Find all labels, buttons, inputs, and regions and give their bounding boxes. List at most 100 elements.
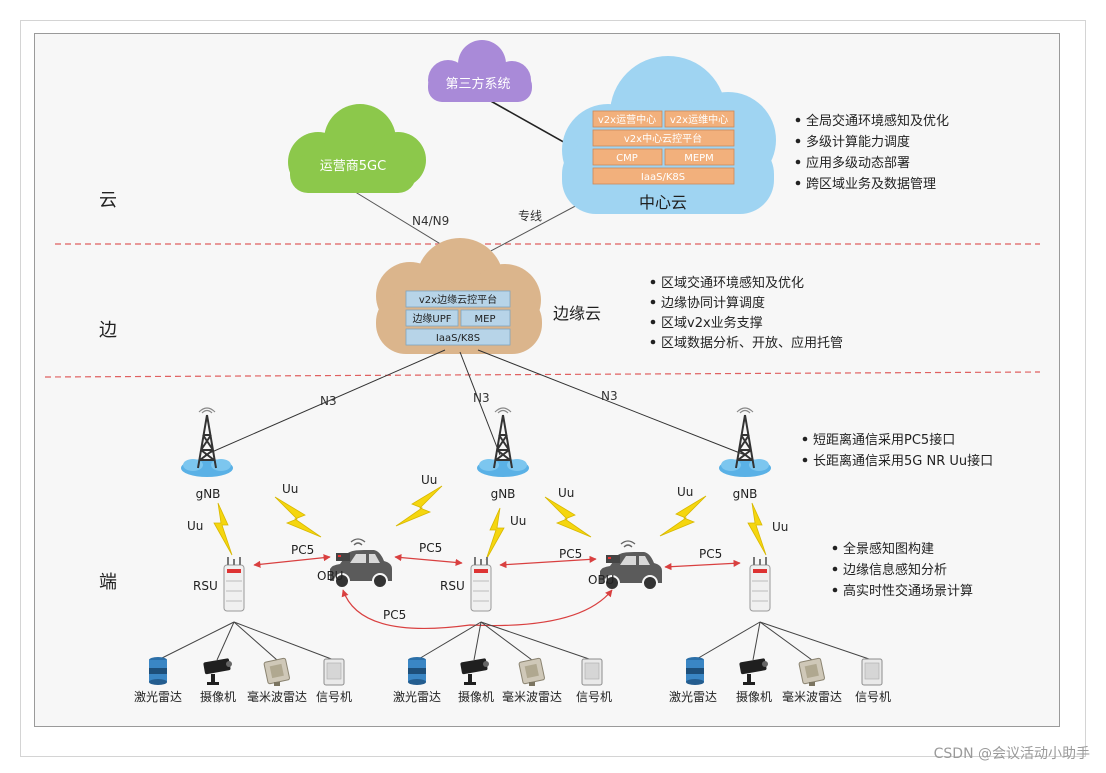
central-ops-box [592, 110, 663, 128]
link-label-n4n9: N4/N9 [412, 214, 449, 228]
pc5-label: PC5 [419, 541, 442, 555]
sensor-links-right [694, 621, 873, 661]
link-label-n3-right: N3 [601, 389, 618, 403]
gnb-bullets: 短距离通信采用PC5接口 长距离通信采用5G NR Uu接口 [802, 432, 993, 469]
gnb-label: gNB [733, 487, 758, 501]
lidar-icon [149, 657, 167, 685]
signal-machine-icon [861, 658, 883, 686]
gnb-bullet: 短距离通信采用PC5接口 [813, 432, 955, 448]
lidar-icon [686, 657, 704, 685]
rsu-device-icon [749, 556, 771, 612]
edge-upf-box [405, 309, 459, 327]
uu-label: Uu [510, 514, 526, 528]
gnb-label: gNB [491, 487, 516, 501]
sensor-camera-label: 摄像机 [200, 689, 236, 704]
edge-bullet: 区域数据分析、开放、应用托管 [661, 335, 843, 351]
mmwave-radar-icon [263, 657, 291, 687]
edge-platform-label: v2x边缘云控平台 [419, 293, 497, 306]
edge-mep-box [460, 309, 511, 327]
sensor-lidar-label: 激光雷达 [669, 690, 717, 704]
signal-machine-icon [323, 658, 345, 686]
uu-label: Uu [187, 519, 203, 533]
uu-lightning-icon [544, 496, 592, 538]
uu-lightning-icon [395, 485, 443, 527]
uu-label: Uu [282, 482, 298, 496]
link-label-n3-left: N3 [320, 394, 337, 408]
obu-label: OBU [317, 569, 343, 583]
lidar-icon [408, 657, 426, 685]
edge-platform-box [405, 290, 511, 308]
edge-bullets: 区域交通环境感知及优化 边缘协同计算调度 区域v2x业务支撑 区域数据分析、开放… [650, 275, 843, 351]
gnb-tower-icon [180, 407, 234, 478]
end-bullets: 全景感知图构建 边缘信息感知分析 高实时性交通场景计算 [832, 541, 973, 599]
third-party-cloud [428, 40, 532, 102]
edge-mep-label: MEP [475, 314, 496, 325]
central-bullet: 跨区域业务及数据管理 [806, 176, 936, 192]
central-platform-box [592, 129, 735, 147]
operator-5gc-cloud [288, 104, 426, 193]
link-n3-right [477, 349, 746, 456]
sensor-signal-label: 信号机 [855, 690, 891, 704]
pc5-label: PC5 [383, 608, 406, 622]
sensor-links-left [157, 621, 335, 661]
pc5-label: PC5 [559, 547, 582, 561]
end-bullet: 高实时性交通场景计算 [843, 583, 973, 599]
camera-icon [460, 658, 489, 685]
camera-icon [739, 658, 768, 685]
rsu-label: RSU [440, 579, 465, 593]
sensor-camera-label: 摄像机 [458, 689, 494, 704]
end-bullet: 边缘信息感知分析 [843, 562, 947, 578]
edge-bullet: 区域v2x业务支撑 [661, 315, 763, 331]
uu-lightning-icon [274, 496, 322, 538]
sensor-camera-label: 摄像机 [736, 689, 772, 704]
link-n3-left [204, 349, 446, 456]
layer-label-end: 端 [99, 572, 117, 593]
link-label-n3-mid: N3 [473, 391, 490, 405]
sensor-lidar-label: 激光雷达 [393, 690, 441, 704]
pc5-arrow [394, 553, 463, 567]
edge-iaas-label: IaaS/K8S [436, 333, 480, 344]
central-bullet: 多级计算能力调度 [806, 134, 910, 150]
end-bullet: 全景感知图构建 [843, 541, 934, 557]
gnb-tower-icon [718, 407, 772, 478]
signal-machine-icon [581, 658, 603, 686]
sensor-mmwave-label: 毫米波雷达 [247, 689, 307, 704]
edge-iaas-box [405, 328, 511, 346]
uu-lightning-icon [213, 502, 233, 556]
sensor-mmwave-label: 毫米波雷达 [502, 689, 562, 704]
operator-5gc-label: 运营商5GC [320, 159, 386, 174]
layer-label-edge: 边 [99, 320, 117, 341]
central-platform-label: v2x中心云控平台 [624, 132, 702, 145]
mmwave-radar-icon [518, 657, 546, 687]
central-cloud-title: 中心云 [639, 193, 687, 212]
central-cmp-box [592, 148, 663, 166]
gnb-label: gNB [196, 487, 221, 501]
sensor-signal-label: 信号机 [576, 690, 612, 704]
uu-label: Uu [558, 486, 574, 500]
central-maint-box [664, 110, 735, 128]
sensor-lidar-label: 激光雷达 [134, 690, 182, 704]
uu-lightning-icon [485, 507, 505, 561]
sensor-signal-label: 信号机 [316, 690, 352, 704]
central-ops-label: v2x运营中心 [598, 113, 656, 126]
sensor-mmwave-label: 毫米波雷达 [782, 689, 842, 704]
central-iaas-box [592, 167, 735, 185]
layer-label-cloud: 云 [99, 190, 117, 211]
gnb-bullet: 长距离通信采用5G NR Uu接口 [813, 453, 993, 469]
sensor-links-mid [416, 621, 593, 661]
edge-upf-label: 边缘UPF [412, 312, 451, 325]
rsu-device-icon [470, 556, 492, 612]
central-mepm-label: MEPM [684, 153, 714, 164]
pc5-label: PC5 [291, 543, 314, 557]
divider-edge-end [44, 371, 1041, 378]
central-mepm-box [664, 148, 735, 166]
obu-label: OBU [588, 573, 614, 587]
link-label-dedicated: 专线 [518, 208, 542, 223]
central-iaas-label: IaaS/K8S [641, 172, 685, 183]
central-maint-label: v2x运维中心 [670, 113, 728, 126]
diagram-panel [34, 33, 1060, 727]
pc5-arrow [664, 559, 741, 571]
edge-bullet: 区域交通环境感知及优化 [661, 275, 804, 291]
rsu-label: RSU [193, 579, 218, 593]
